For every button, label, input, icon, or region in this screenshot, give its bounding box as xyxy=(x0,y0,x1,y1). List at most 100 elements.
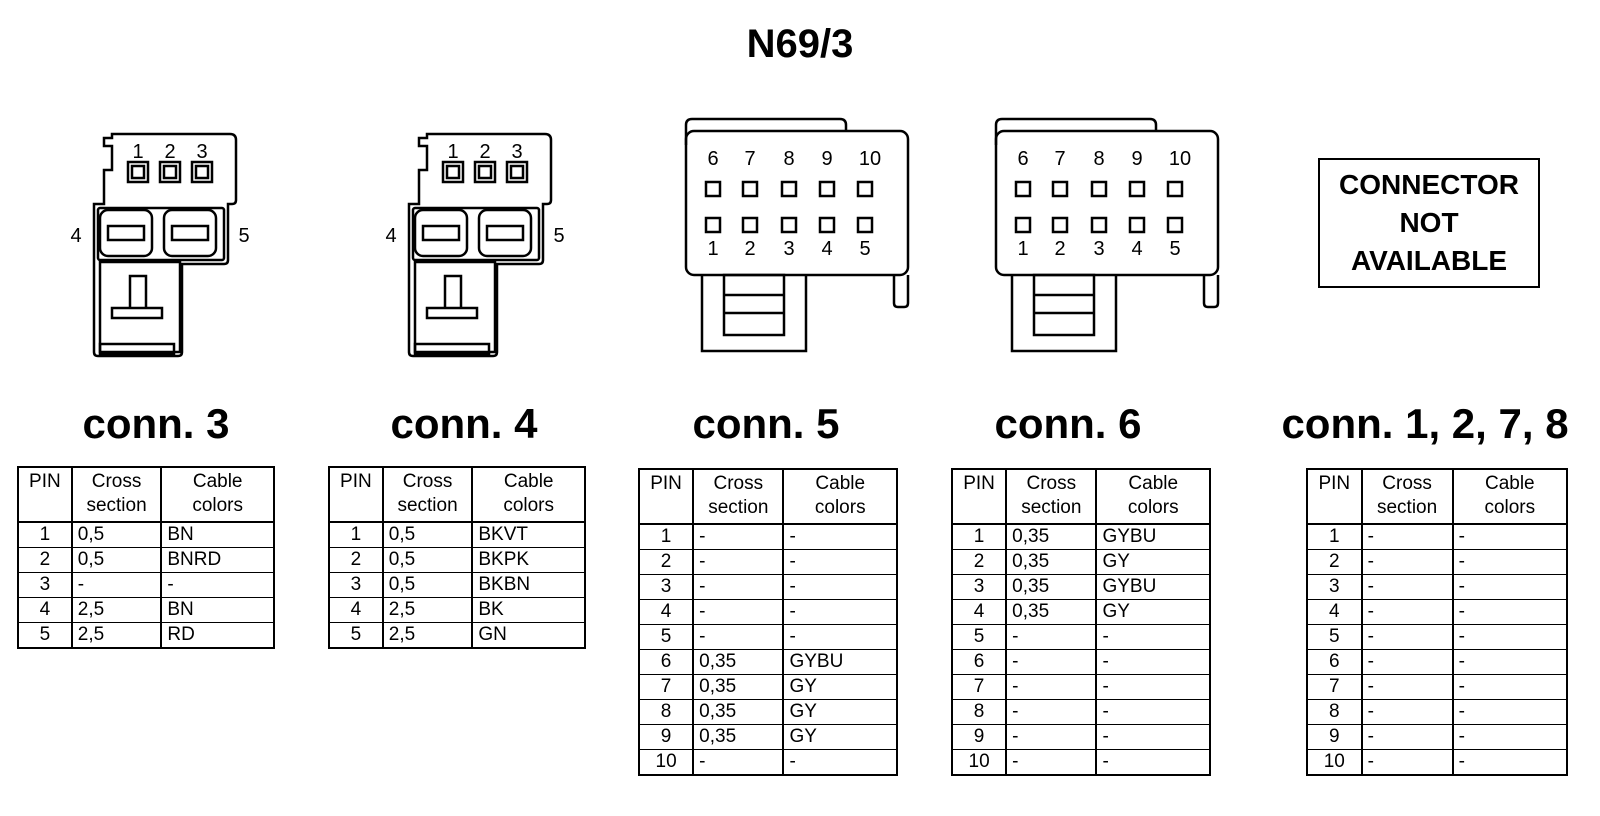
pin-label-6: 6 xyxy=(707,148,718,170)
table-row: 9-- xyxy=(952,724,1210,750)
pin-label-10: 10 xyxy=(1169,148,1191,170)
cable-color-cell: GY xyxy=(782,674,897,700)
pin-label-5: 5 xyxy=(1169,238,1180,260)
cross-section-header-text: section xyxy=(708,497,769,518)
cross-section-header-text: section xyxy=(397,495,458,516)
pin-number-cell: 10 xyxy=(1323,751,1345,772)
cross-section-cell: - xyxy=(1360,674,1453,700)
pin-number-cell: 2 xyxy=(18,547,72,573)
cable-color-cell: BKBN xyxy=(471,572,585,598)
cross-section-header-text: section xyxy=(86,495,147,516)
cross-section-cell: - xyxy=(1360,699,1453,725)
pin-label-4: 4 xyxy=(385,225,396,247)
cross-section-cell: - xyxy=(692,749,784,775)
pin-label-4: 4 xyxy=(821,238,832,260)
pin-number-cell: 1 xyxy=(639,524,694,550)
cable-colors-header-text: colors xyxy=(192,495,244,516)
cross-section-header-text: section xyxy=(1376,497,1438,518)
cable-color-cell: BKPK xyxy=(471,547,585,573)
cross-section-cell: - xyxy=(692,549,784,575)
cable-color-cell: - xyxy=(1451,549,1567,575)
pin-label-3: 3 xyxy=(196,141,207,163)
connector-10pin-drawing: 6 7 8 9 10 1 2 3 4 5 xyxy=(994,117,1220,353)
table-row: 7-- xyxy=(1307,674,1567,700)
cross-section-cell: - xyxy=(1360,574,1453,600)
cable-color-cell: GY xyxy=(1095,549,1210,575)
cross-section-header-text: Cross xyxy=(1382,473,1432,494)
cable-color-cell: - xyxy=(1451,699,1567,725)
cross-section-cell: - xyxy=(70,572,162,598)
connector-5pin-drawing: 1 2 3 4 5 xyxy=(70,132,250,358)
cross-section-cell: - xyxy=(1360,624,1453,650)
table-row: 5-- xyxy=(952,624,1210,650)
cross-section-cell: - xyxy=(692,574,784,600)
cable-color-cell: - xyxy=(1451,599,1567,625)
connector-label: conn. 4 xyxy=(390,400,538,447)
cross-section-cell: 0,35 xyxy=(692,674,784,700)
pin-header: PIN xyxy=(639,469,694,525)
table-row: 10-- xyxy=(1307,749,1567,775)
cable-colors-header-text: Cable xyxy=(192,471,243,492)
table-row: 8-- xyxy=(1307,699,1567,725)
pin-label-4: 4 xyxy=(70,225,81,247)
cross-section-cell: 0,35 xyxy=(692,724,784,750)
cross-section-cell: 2,5 xyxy=(381,597,473,623)
pin-number-cell: 2 xyxy=(952,549,1007,575)
cross-section-cell: 2,5 xyxy=(70,597,162,623)
cable-color-cell: - xyxy=(1451,749,1567,775)
pin-label-2: 2 xyxy=(479,141,490,163)
cable-color-cell: - xyxy=(782,624,897,650)
table-row: 5-- xyxy=(639,624,897,650)
connector-10pin-drawing: 6 7 8 9 10 1 2 3 4 5 xyxy=(684,117,910,353)
pin-label-8: 8 xyxy=(783,148,794,170)
cross-section-cell: 0,35 xyxy=(1005,599,1097,625)
cross-section-cell: 0,5 xyxy=(70,547,162,573)
table-row: 4-- xyxy=(639,599,897,625)
pin-number-cell: 10 xyxy=(968,751,990,772)
cable-color-cell: - xyxy=(782,549,897,575)
not-available-line-1: CONNECTOR xyxy=(1339,169,1519,200)
pin-header: PIN xyxy=(952,469,1007,525)
cross-section-cell: 0,35 xyxy=(1005,574,1097,600)
pin-header: PIN xyxy=(18,467,72,523)
pin-label-9: 9 xyxy=(1131,148,1142,170)
cross-section-cell: - xyxy=(692,524,784,550)
pin-label-5: 5 xyxy=(553,225,564,247)
pin-number-cell: 2 xyxy=(639,549,694,575)
cable-color-cell: GYBU xyxy=(1095,524,1210,550)
pin-label-1: 1 xyxy=(132,141,143,163)
cable-color-cell: - xyxy=(1451,674,1567,700)
table-row: 4-- xyxy=(1307,599,1567,625)
pin-label-3: 3 xyxy=(511,141,522,163)
connector-not-available-box: CONNECTOR NOT AVAILABLE xyxy=(1318,158,1540,288)
cross-section-cell: - xyxy=(1360,599,1453,625)
cross-section-header-text: Cross xyxy=(91,471,142,492)
pin-number-cell: 7 xyxy=(1307,674,1362,700)
cable-color-cell: - xyxy=(1451,574,1567,600)
cross-section-header: Cross section xyxy=(1360,469,1453,525)
pin-label-2: 2 xyxy=(1054,238,1065,260)
pin-number-cell: 9 xyxy=(639,724,694,750)
table-row: 6-- xyxy=(952,649,1210,675)
cross-section-cell: - xyxy=(692,624,784,650)
cable-colors-header-text: Cable xyxy=(1128,473,1179,494)
table-row: 7-- xyxy=(952,674,1210,700)
pin-label-3: 3 xyxy=(783,238,794,260)
cross-section-cell: - xyxy=(1360,549,1453,575)
cross-section-cell: - xyxy=(1005,674,1097,700)
cable-color-cell: - xyxy=(1451,624,1567,650)
